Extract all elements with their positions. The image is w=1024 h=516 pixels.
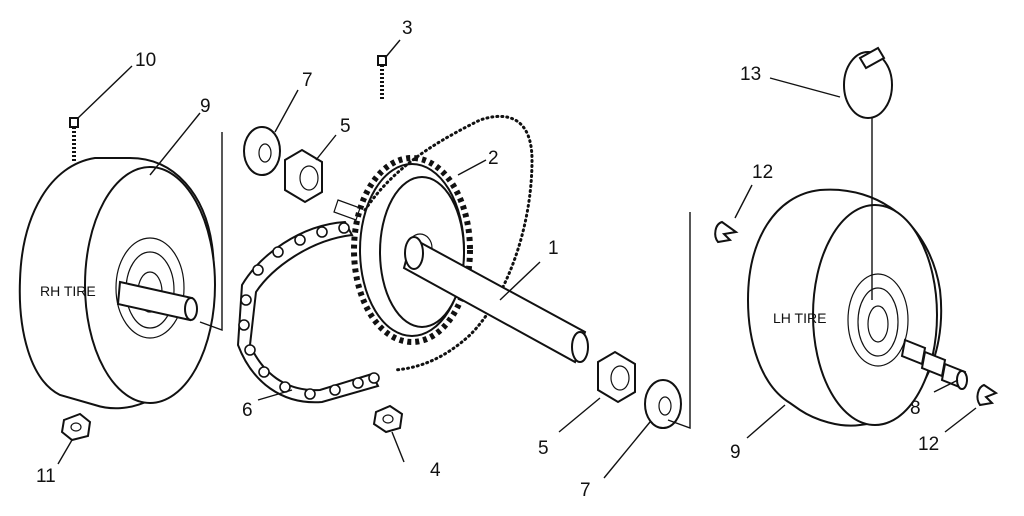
callout-9-left: 9 — [200, 96, 211, 117]
bearing-5-top — [284, 148, 323, 204]
hairpin-clip-13 — [843, 46, 893, 119]
callout-9-right: 9 — [730, 442, 741, 463]
leader-lines — [57, 39, 977, 479]
callout-4: 4 — [430, 460, 441, 481]
bearing-5-bottom — [597, 350, 636, 404]
callout-3: 3 — [402, 18, 413, 39]
callout-12-top: 12 — [752, 162, 773, 183]
alignment-bracket-right — [667, 212, 691, 429]
rh-tire-label: RH TIRE — [40, 283, 96, 299]
nut-4 — [372, 404, 404, 434]
callout-5-top: 5 — [340, 116, 351, 137]
lh-tire-label: LH TIRE — [773, 310, 826, 326]
callout-11: 11 — [36, 466, 56, 487]
washer-7-top — [243, 126, 281, 176]
rh-tire: RH TIRE — [18, 157, 216, 410]
callout-7-bottom: 7 — [580, 480, 591, 501]
callout-6: 6 — [242, 400, 253, 421]
callout-12-bottom: 12 — [918, 434, 939, 455]
washer-7-bottom — [644, 379, 682, 429]
alignment-bracket-left — [199, 132, 223, 331]
spacer-8 — [900, 338, 968, 390]
lh-tire: LH TIRE — [746, 188, 943, 427]
clip-12-left — [714, 220, 739, 244]
axle-1 — [402, 236, 589, 364]
callout-5-bottom: 5 — [538, 438, 549, 459]
nut-11 — [60, 412, 92, 442]
callout-numbers: 1 2 3 4 5 5 6 7 7 8 9 9 10 11 12 12 13 — [36, 18, 939, 501]
drive-chain-6 — [236, 220, 380, 404]
clip-12-right — [976, 383, 999, 407]
callout-2: 2 — [488, 148, 499, 169]
bolt-3 — [377, 55, 387, 100]
callout-8: 8 — [910, 398, 921, 419]
callout-7-top: 7 — [302, 70, 313, 91]
chain-routing-dotted-line — [363, 114, 534, 372]
callout-13: 13 — [740, 64, 761, 85]
axle-key — [333, 199, 361, 221]
callout-10: 10 — [135, 50, 156, 71]
bolt-10 — [69, 117, 79, 162]
callout-1: 1 — [548, 238, 559, 259]
